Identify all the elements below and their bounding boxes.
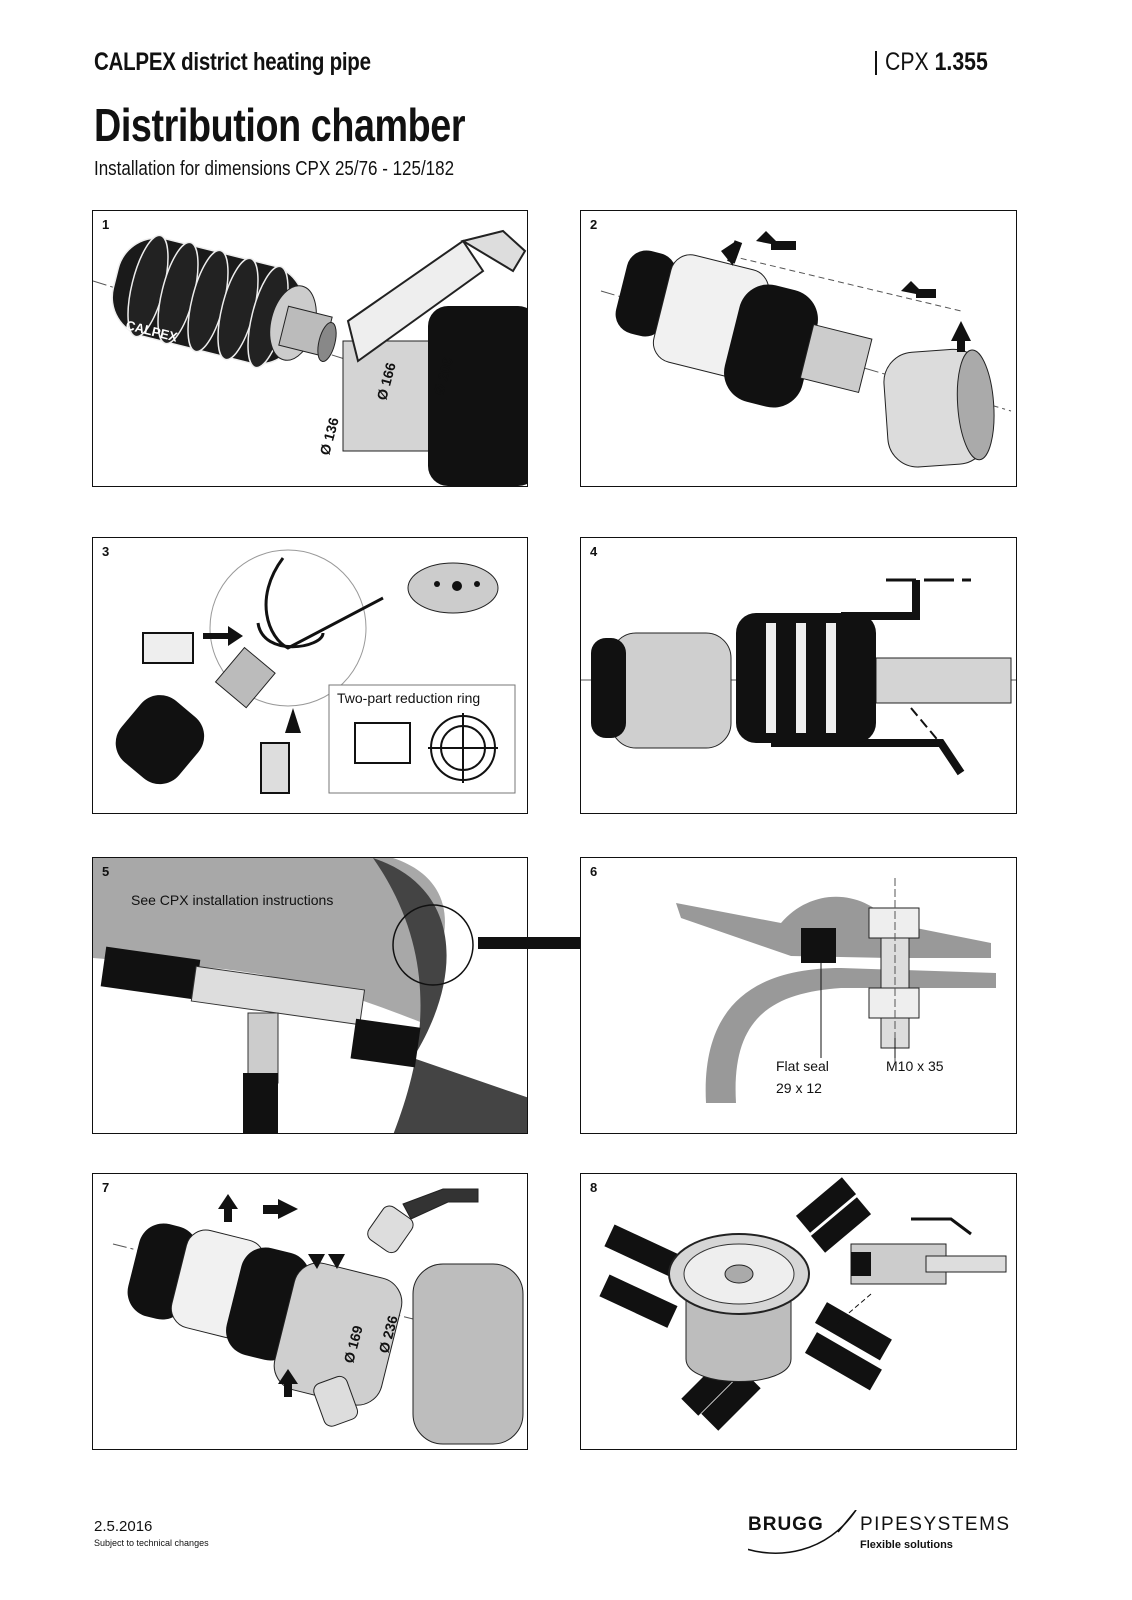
logo-tagline: Flexible solutions [860,1539,953,1551]
step-panel-2: 2 [580,210,1017,487]
saw-tool-icon [346,229,527,363]
branch-pipes [599,1177,892,1431]
assembled-distribution-chamber-illustration [599,1177,1007,1431]
step-number: 1 [102,217,110,232]
arrow-right-icon [203,626,243,646]
page-title: Distribution chamber [94,99,466,151]
diameter-label-136: Ø 136 [316,416,341,457]
pipe-insertion-illustration [581,578,1016,776]
flat-seal-label: Flat seal [776,1058,829,1074]
step-panel-3: 3 Two-part reduction ring [92,537,528,814]
step-panel-7: 7 Ø 169 Ø 236 [92,1173,528,1450]
doc-prefix: CPX [885,48,929,76]
connection-detail-icon [850,1217,1007,1285]
step-number: 5 [102,864,110,879]
technical-changes-note: Subject to technical changes [94,1538,209,1548]
step-number: 8 [590,1180,598,1195]
ring-cross-section-icon [354,713,498,783]
step-panel-5: 5 See CPX installation instructions [92,857,528,1134]
logo-swoosh-icon [748,1510,857,1554]
step-number: 2 [590,217,598,232]
step-panel-6: 6 Flat seal 29 x 12 M10 x 35 [580,857,1017,1134]
installation-reference-note: See CPX installation instructions [131,892,334,908]
pipe-cut-illustration: CALPEX Ø 136 Ø 166 Ø 206 [93,229,527,486]
chamber-body [342,306,527,486]
step-number: 3 [102,544,110,559]
shrink-sleeve-heating-illustration: Ø 169 Ø 236 [112,1188,524,1445]
logo-brand: BRUGG [748,1514,824,1535]
document-number: CPX 1.355 [875,48,1006,77]
reduction-ring-illustration [115,549,516,794]
step-panel-1: 1 CALPEX Ø 136 Ø 166 Ø 206 [92,210,528,487]
ring-part-icon [260,742,290,794]
step-number: 6 [590,864,598,879]
burner-torch-icon [313,1188,479,1427]
header-divider [875,51,877,75]
company-logo: BRUGG PIPESYSTEMS Flexible solutions [748,1510,1048,1562]
step-number: 4 [590,544,598,559]
doc-number-value: 1.355 [934,48,988,76]
step-panel-8: 8 [580,1173,1017,1450]
corrugated-pipe [111,234,305,369]
pipe-sleeve [883,348,995,468]
document-series-title: CALPEX district heating pipe [94,48,371,76]
arrow-up-icon [285,708,301,733]
ring-half-icon [142,632,194,664]
step-number: 7 [102,1180,110,1195]
tee-connection-illustration [93,858,527,1133]
flat-seal-icon [801,928,836,963]
bolt-size-label: M10 x 35 [886,1058,944,1074]
direction-arrow-icon [721,231,971,352]
page-subtitle: Installation for dimensions CPX 25/76 - … [94,158,455,180]
reduction-ring-caption: Two-part reduction ring [337,690,481,706]
document-date: 2.5.2016 [94,1518,153,1535]
sleeve-slide-illustration [600,231,1012,468]
flat-seal-size: 29 x 12 [776,1080,822,1096]
direction-arrow-icon [218,1194,345,1397]
logo-name: PIPESYSTEMS [860,1514,1011,1535]
distribution-chamber-thumbnail [407,562,499,614]
flange-seal-detail-illustration [676,878,996,1103]
bolt-icon [868,878,920,1063]
step-panel-4: 4 [580,537,1017,814]
